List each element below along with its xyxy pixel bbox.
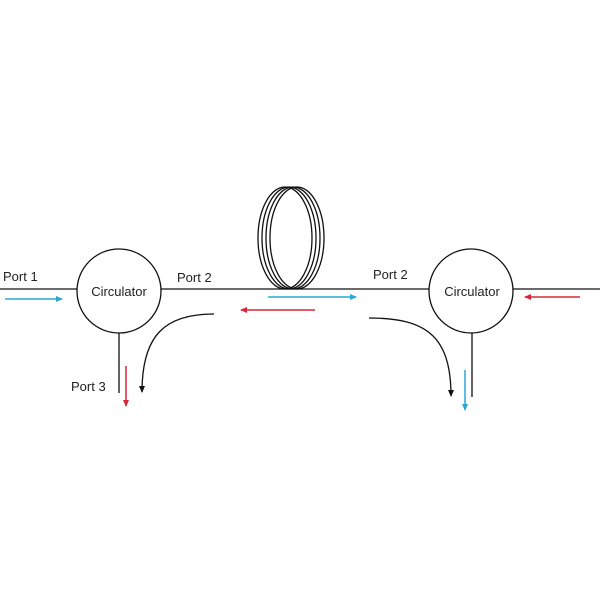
label-port3: Port 3 (71, 379, 106, 394)
fiber-coil-icon (257, 186, 325, 290)
curved-arrow-left (139, 313, 215, 393)
label-port1: Port 1 (3, 269, 38, 284)
label-circulator-right: Circulator (444, 284, 500, 299)
circulator-right (428, 248, 514, 334)
circulator-left (76, 248, 162, 334)
label-port2-left: Port 2 (177, 270, 212, 285)
label-circulator-left: Circulator (91, 284, 147, 299)
label-port2-right: Port 2 (373, 267, 408, 282)
curved-arrow-right (368, 317, 454, 397)
